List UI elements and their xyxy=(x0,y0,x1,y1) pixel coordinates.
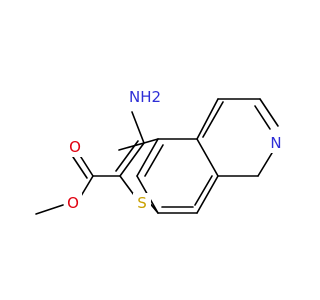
bond xyxy=(78,153,94,177)
bond xyxy=(119,175,135,196)
ester-oxygen-label: O xyxy=(67,194,79,212)
bond xyxy=(254,105,271,130)
molecule-structure: NH2 N S O O xyxy=(35,87,285,215)
sulfur-label: S xyxy=(137,194,147,212)
amine-label: NH2 xyxy=(129,88,161,106)
bond xyxy=(115,140,139,172)
bonds xyxy=(35,98,279,215)
ring-nitrogen-label: N xyxy=(270,134,281,152)
bond xyxy=(144,144,164,177)
bond xyxy=(136,138,159,177)
carbonyl-oxygen-label: O xyxy=(69,138,81,156)
bond xyxy=(72,156,88,179)
bond xyxy=(80,175,94,197)
bond xyxy=(194,175,213,206)
bond xyxy=(35,204,64,215)
bond xyxy=(257,152,273,177)
bond xyxy=(259,98,279,127)
atom-labels: NH2 N S O O xyxy=(64,87,285,213)
bond xyxy=(202,101,224,138)
bond xyxy=(118,142,145,151)
bond xyxy=(131,111,145,144)
bond xyxy=(196,138,219,177)
bond xyxy=(196,175,219,214)
bond xyxy=(143,138,159,144)
bond xyxy=(119,142,145,177)
bond xyxy=(196,98,219,140)
